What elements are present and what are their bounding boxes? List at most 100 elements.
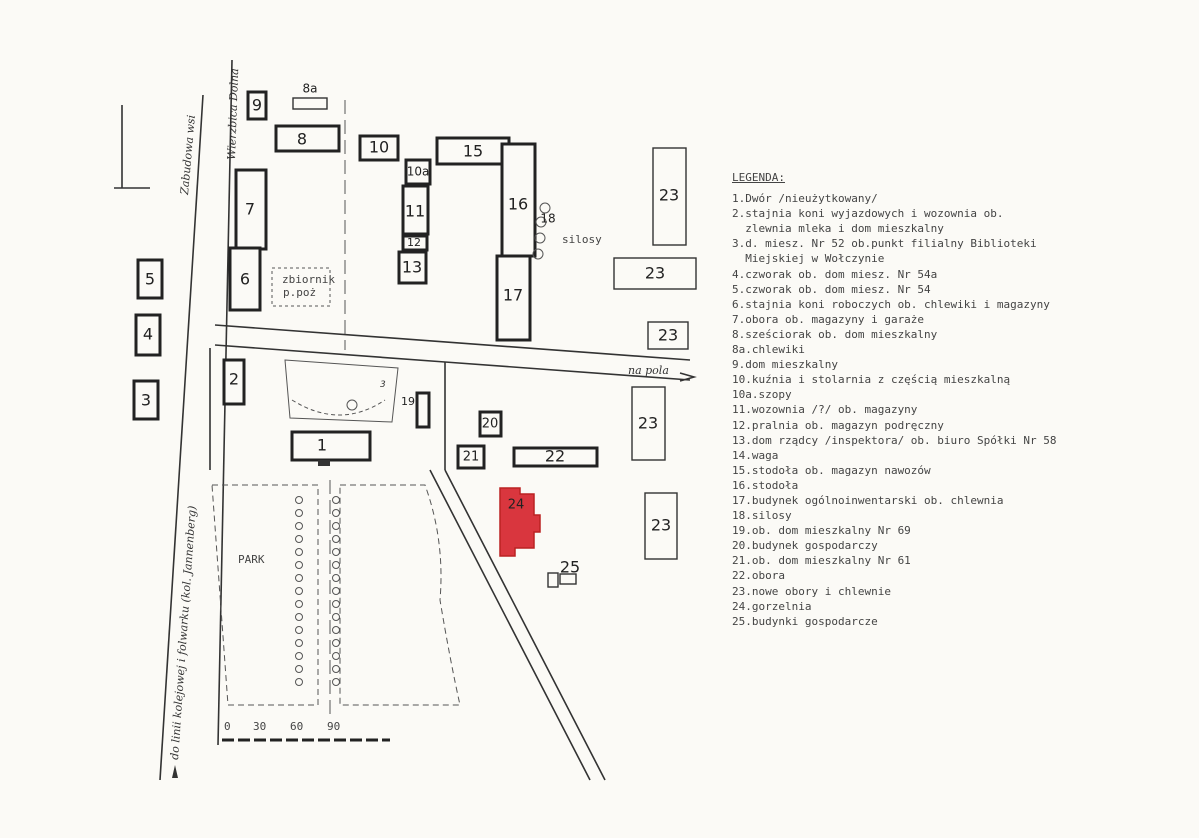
- building-23e[interactable]: 23: [644, 492, 678, 560]
- svg-text:silosy: silosy: [562, 233, 602, 246]
- building-23b[interactable]: 23: [613, 257, 697, 290]
- building-5[interactable]: 5: [136, 258, 164, 300]
- svg-text:zbiornik: zbiornik: [282, 273, 335, 286]
- legend-item: 22.obora: [732, 569, 785, 583]
- legend-item: 8a.chlewiki: [732, 343, 805, 357]
- svg-text:5: 5: [145, 270, 155, 289]
- legend-item: Miejskiej w Wołczynie: [732, 252, 885, 266]
- svg-text:3: 3: [380, 380, 386, 390]
- tree: [295, 522, 303, 530]
- svg-text:24: 24: [508, 498, 525, 513]
- legend-item: 5.czworak ob. dom miesz. Nr 54: [732, 282, 931, 296]
- legend-item: 3.d. miesz. Nr 52 ob.punkt filialny Bibl…: [732, 237, 1037, 251]
- tree: [332, 678, 340, 686]
- legend-item: 9.dom mieszkalny: [732, 358, 838, 372]
- legend-item: 19.ob. dom mieszkalny Nr 69: [732, 524, 911, 538]
- svg-text:20: 20: [482, 417, 499, 432]
- svg-text:1: 1: [317, 436, 327, 455]
- building-12[interactable]: 12: [401, 234, 429, 252]
- tree: [295, 509, 303, 517]
- building-3[interactable]: 3: [132, 379, 160, 421]
- legend-item: 21.ob. dom mieszkalny Nr 61: [732, 554, 911, 568]
- svg-text:90: 90: [327, 720, 340, 733]
- building-23d[interactable]: 23: [631, 386, 666, 461]
- legend-item: 18.silosy: [732, 509, 792, 523]
- svg-text:16: 16: [508, 195, 528, 214]
- svg-text:PARK: PARK: [238, 553, 265, 566]
- svg-text:2: 2: [229, 370, 239, 389]
- legend: LEGENDA: 1.Dwór /nieużytkowany/2.stajnia…: [732, 170, 1172, 629]
- building-1[interactable]: 1: [290, 430, 372, 462]
- building-2[interactable]: 2: [222, 358, 246, 406]
- legend-item: 17.budynek ogólnoinwentarski ob. chlewni…: [732, 493, 1004, 507]
- tree: [332, 587, 340, 595]
- building-13[interactable]: 13: [397, 250, 428, 285]
- legend-item: 16.stodoła: [732, 478, 799, 492]
- tree-rows: [295, 496, 340, 686]
- road-label-na-pola: na pola: [628, 364, 669, 377]
- svg-text:23: 23: [659, 186, 679, 205]
- tree: [295, 613, 303, 621]
- tree: [332, 652, 340, 660]
- svg-text:10a: 10a: [407, 165, 430, 179]
- tree: [295, 574, 303, 582]
- legend-item: 4.czworak ob. dom miesz. Nr 54a: [732, 267, 938, 281]
- svg-text:12: 12: [407, 236, 421, 249]
- building-25[interactable]: 25: [547, 558, 580, 588]
- building-10[interactable]: 10: [358, 134, 400, 162]
- legend-item: 13.dom rządcy /inspektora/ ob. biuro Spó…: [732, 433, 1057, 447]
- road-label-zabudowa: Zabudowa wsi: [178, 114, 198, 196]
- svg-text:23: 23: [651, 516, 671, 535]
- building-24-highlight[interactable]: 24: [499, 487, 541, 557]
- tree: [295, 665, 303, 673]
- building-11[interactable]: 11: [401, 184, 430, 236]
- building-10a[interactable]: 10a: [404, 158, 432, 186]
- building-8[interactable]: 8: [274, 124, 341, 153]
- building-15[interactable]: 15: [435, 136, 511, 166]
- building-17[interactable]: 17: [495, 254, 532, 342]
- legend-title: LEGENDA:: [732, 171, 785, 184]
- svg-text:p.poż: p.poż: [283, 286, 316, 299]
- legend-item: 8.sześciorak ob. dom mieszkalny: [732, 327, 938, 341]
- legend-item: 24.gorzelnia: [732, 599, 812, 613]
- building-6[interactable]: 6: [228, 246, 262, 312]
- tree: [332, 639, 340, 647]
- manor-forecourt: 3: [284, 359, 399, 466]
- roads: [159, 59, 697, 781]
- north-arrow-icon: [114, 105, 150, 189]
- tree: [332, 626, 340, 634]
- building-21[interactable]: 21: [456, 444, 486, 470]
- building-8a[interactable]: 8a: [292, 82, 328, 110]
- building-20[interactable]: 20: [478, 410, 503, 438]
- legend-item: 15.stodoła ob. magazyn nawozów: [732, 463, 931, 477]
- svg-text:15: 15: [463, 142, 483, 161]
- svg-text:6: 6: [240, 270, 250, 289]
- legend-item: 7.obora ob. magazyny i garaże: [732, 312, 925, 326]
- legend-item: 20.budynek gospodarczy: [732, 539, 878, 553]
- legend-item: 11.wozownia /?/ ob. magazyny: [732, 403, 918, 417]
- building-4[interactable]: 4: [134, 313, 162, 357]
- building-7[interactable]: 7: [234, 168, 268, 251]
- tree: [332, 535, 340, 543]
- svg-text:3: 3: [141, 391, 151, 410]
- tree: [295, 626, 303, 634]
- tree: [332, 600, 340, 608]
- building-22[interactable]: 22: [512, 446, 599, 468]
- building-16[interactable]: 16: [500, 142, 537, 258]
- building-9[interactable]: 9: [246, 90, 268, 121]
- svg-text:18: 18: [540, 212, 555, 226]
- building-23c[interactable]: 23: [647, 321, 689, 350]
- legend-item: 10.kuźnia i stolarnia z częścią mieszkal…: [732, 373, 1011, 387]
- tree: [332, 613, 340, 621]
- svg-text:19: 19: [401, 395, 415, 408]
- silos-icon: 18 silosy: [532, 202, 602, 260]
- road-label-wierzbica: Wierzbica Dolna: [225, 68, 241, 160]
- scale-bar: 0 30 60 90: [222, 720, 390, 742]
- building-23a[interactable]: 23: [652, 147, 687, 246]
- tree: [332, 548, 340, 556]
- building-19[interactable]: 19: [401, 391, 431, 429]
- tree: [295, 678, 303, 686]
- svg-text:7: 7: [245, 200, 255, 219]
- svg-text:23: 23: [645, 264, 665, 283]
